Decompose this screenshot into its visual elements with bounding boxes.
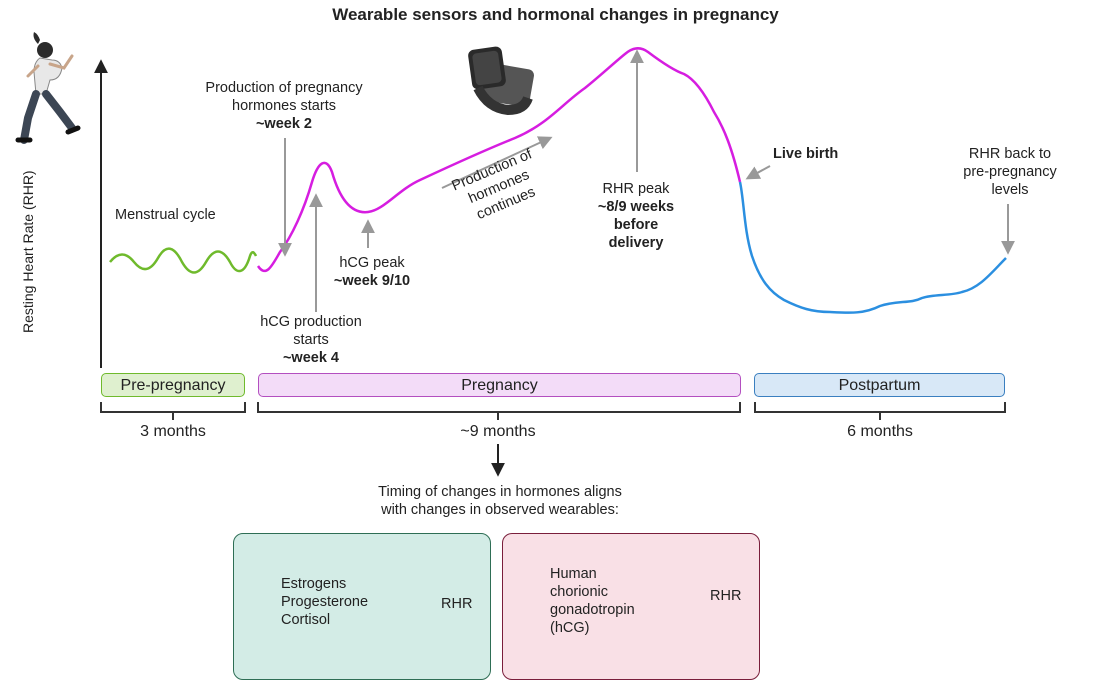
- hormone-item: Human: [550, 566, 597, 582]
- conclusion-line: with changes in observed wearables:: [381, 502, 619, 518]
- postpartum-curve: [738, 181, 1007, 314]
- phase-postpartum: Postpartum: [754, 373, 1005, 397]
- annotation-line: levels: [991, 182, 1029, 198]
- right-hormone-list: Human chorionic gonadotropin (hCG): [550, 565, 635, 637]
- hormone-item: gonadotropin: [550, 602, 635, 618]
- annotation-line: Production of pregnancy: [205, 80, 363, 96]
- box-increase-hormones: [233, 533, 491, 680]
- annotation-line: hormones starts: [232, 98, 336, 114]
- annotation-line: hCG peak: [339, 255, 405, 271]
- left-hormone-list: Estrogens Progesterone Cortisol: [281, 575, 368, 629]
- y-axis-label: Resting Heart Rate (RHR): [20, 170, 36, 333]
- annotation-week: ~week 2: [255, 116, 313, 132]
- annotation-line: RHR peak: [602, 181, 670, 197]
- annotation-week: ~week 9/10: [333, 273, 411, 289]
- annotation-line: hCG production: [260, 314, 362, 330]
- duration-postpartum: 6 months: [847, 423, 913, 440]
- phase-pregnancy: Pregnancy: [258, 373, 741, 397]
- duration-pre: 3 months: [140, 423, 206, 440]
- hormone-item: chorionic: [550, 584, 609, 600]
- hormone-item: Progesterone: [281, 594, 369, 610]
- hormone-item: (hCG): [550, 620, 590, 636]
- conclusion-text: Timing of changes in hormones aligns wit…: [330, 483, 670, 519]
- annotation-week: delivery: [608, 235, 664, 251]
- annotation-week: before: [613, 217, 659, 233]
- live-birth-label: Live birth: [773, 146, 839, 162]
- smartwatch-icon: [468, 46, 534, 116]
- hcg-peak-annotation: hCG peak ~week 9/10: [316, 254, 428, 290]
- figure-title: Wearable sensors and hormonal changes in…: [332, 5, 779, 24]
- duration-brackets: [100, 402, 1006, 420]
- hcg-start-annotation: hCG production starts ~week 4: [242, 313, 380, 367]
- duration-pregnancy: ~9 months: [460, 423, 536, 440]
- rhr-peak-annotation: RHR peak ~8/9 weeks before delivery: [580, 180, 692, 252]
- box-hcg: [502, 533, 760, 680]
- right-effect-label: RHR: [710, 588, 742, 604]
- arrow-hormones-continue: [441, 136, 553, 189]
- conclusion-line: Timing of changes in hormones aligns: [378, 484, 622, 500]
- pregnant-runner-icon: [15, 32, 81, 144]
- menstrual-cycle-label: Menstrual cycle: [115, 207, 216, 223]
- hormone-item: Cortisol: [281, 612, 331, 628]
- phase-pre-pregnancy: Pre-pregnancy: [101, 373, 245, 397]
- hormone-item: Estrogens: [281, 576, 347, 592]
- annotation-week: ~8/9 weeks: [597, 199, 675, 215]
- annotation-line: RHR back to: [968, 146, 1052, 162]
- annotation-line: starts: [293, 332, 329, 348]
- arrow-live-birth: [745, 165, 771, 180]
- pregnancy-curve: [256, 47, 742, 273]
- pre-pregnancy-curve: [109, 247, 258, 274]
- annotation-line: pre-pregnancy: [963, 164, 1057, 180]
- annotation-week: ~week 4: [282, 350, 340, 366]
- hormones-start-annotation: Production of pregnancy hormones starts …: [180, 79, 388, 133]
- rhr-back-annotation: RHR back to pre-pregnancy levels: [954, 145, 1066, 199]
- left-effect-label: RHR: [441, 596, 473, 612]
